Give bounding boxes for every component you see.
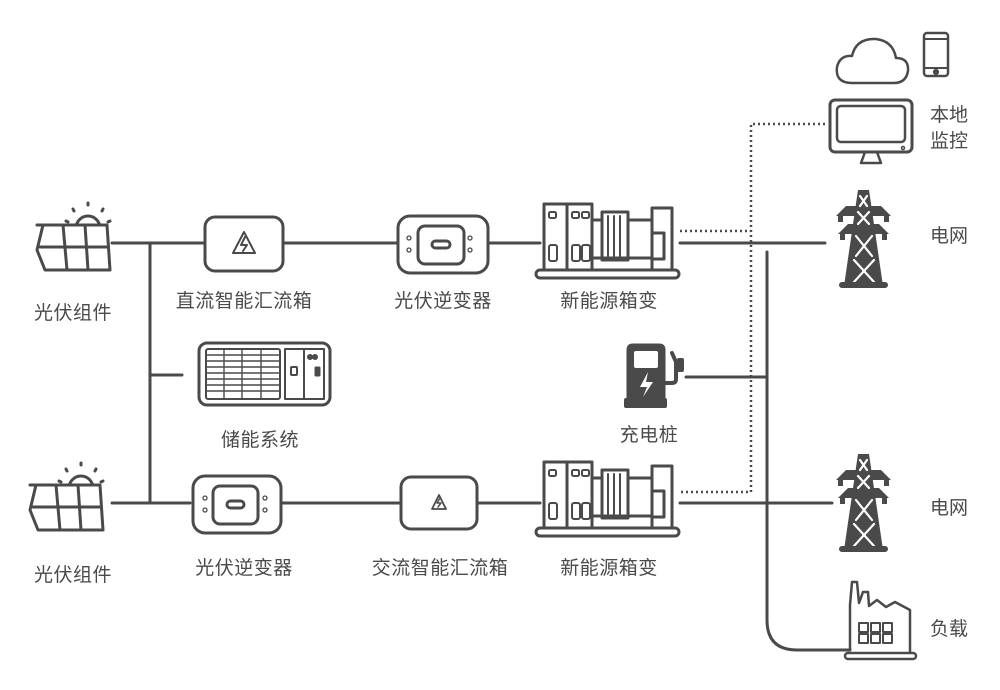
- cloud-icon: [835, 37, 910, 85]
- inverter-icon: [191, 474, 283, 535]
- label-charger: 充电桩: [619, 424, 679, 446]
- solar-panel-icon: [35, 201, 112, 272]
- factory-icon: [843, 580, 918, 661]
- label-grid-top: 电网: [930, 225, 969, 247]
- transformer-substation-icon: [534, 460, 681, 538]
- combiner-box-icon: [399, 475, 479, 531]
- communication-lines: [680, 122, 825, 494]
- label-monitor-line1: 本地: [930, 104, 969, 126]
- energy-storage-icon: [197, 341, 332, 407]
- edge-ac-bus-to-load: [765, 250, 852, 652]
- combiner-box-icon: [203, 215, 285, 273]
- power-tower-icon: [836, 454, 891, 552]
- ev-charger-icon: [624, 343, 684, 408]
- label-grid-bottom: 电网: [930, 497, 969, 519]
- solar-panel-icon: [28, 461, 105, 532]
- inverter-icon: [396, 214, 490, 275]
- label-pv-inverter-bottom: 光伏逆变器: [195, 557, 293, 579]
- edge-monitor-dotted: [680, 122, 825, 494]
- label-pv-module-top: 光伏组件: [33, 302, 113, 324]
- label-transformer-bottom: 新能源箱变: [560, 557, 658, 579]
- transformer-substation-icon: [534, 202, 681, 280]
- label-dc-combiner: 直流智能汇流箱: [175, 290, 313, 312]
- label-pv-inverter-top: 光伏逆变器: [394, 290, 492, 312]
- label-ac-combiner: 交流智能汇流箱: [371, 557, 509, 579]
- label-monitor-line2: 监控: [930, 130, 969, 152]
- power-tower-icon: [836, 190, 891, 288]
- smartphone-icon: [922, 31, 950, 78]
- label-transformer-top: 新能源箱变: [560, 290, 658, 312]
- label-storage: 储能系统: [220, 429, 300, 451]
- connection-lines: [110, 241, 852, 652]
- label-load: 负载: [930, 618, 969, 640]
- monitor-icon: [828, 98, 914, 165]
- label-pv-module-bottom: 光伏组件: [33, 564, 113, 586]
